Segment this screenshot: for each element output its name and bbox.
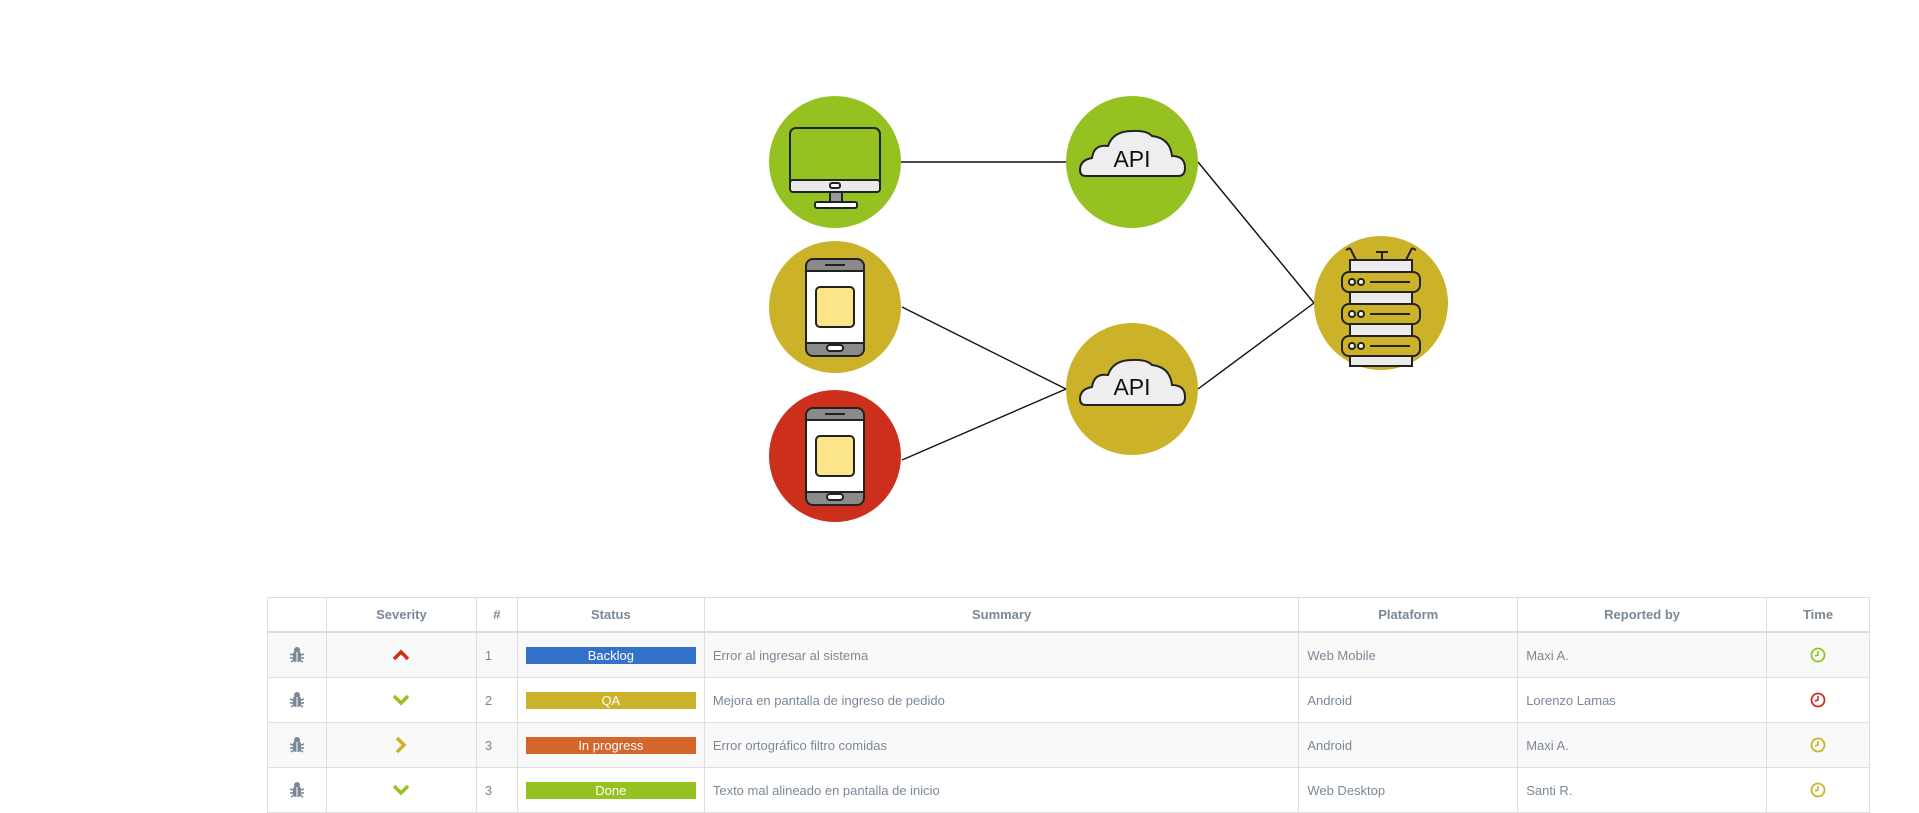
platform-cell: Web Mobile [1298,631,1519,678]
header-icon [267,597,327,633]
severity-cell [325,677,477,723]
api-label: API [1113,146,1150,172]
smartphone-icon [805,407,865,506]
header-summary[interactable]: Summary [703,597,1300,633]
reporter-cell: Maxi A. [1517,722,1767,768]
time-cell [1766,767,1870,813]
bug-icon [276,781,318,799]
time-cell [1766,722,1870,768]
status-cell: Done [516,767,705,813]
time-cell [1766,631,1870,678]
status-badge[interactable]: Backlog [525,646,696,664]
reporter-cell: Lorenzo Lamas [1517,677,1767,723]
bug-cell [267,767,327,813]
issue-table: Severity # Status Summary Plataform Repo… [267,597,1870,813]
status-cell: QA [516,677,705,723]
connector-api-bottom-server [1197,302,1315,390]
cloud-icon [1078,358,1187,406]
clock-icon [1775,647,1861,663]
row-number: 1 [475,631,518,678]
clock-icon [1775,737,1861,753]
chevron-right-icon [335,736,468,754]
summary-cell[interactable]: Texto mal alineado en pantalla de inicio [703,767,1300,813]
bug-cell [267,677,327,723]
header-time[interactable]: Time [1766,597,1870,633]
node-mobile [769,390,901,522]
status-badge[interactable]: Done [525,781,696,799]
bug-cell [267,631,327,678]
status-badge[interactable]: In progress [525,736,696,754]
connector-mobile-api-bottom [901,388,1067,461]
bug-icon [276,646,318,664]
server-icon [1341,247,1421,367]
chevron-down-icon [335,784,468,796]
table-row[interactable]: 3 In progress Error ortográfico filtro c… [267,722,1870,768]
reporter-cell: Maxi A. [1517,631,1767,678]
header-reported-by[interactable]: Reported by [1517,597,1767,633]
table-row[interactable]: 1 Backlog Error al ingresar al sistema W… [267,631,1870,678]
table-row[interactable]: 3 Done Texto mal alineado en pantalla de… [267,767,1870,813]
architecture-diagram: API API [769,96,1448,522]
clock-icon [1775,692,1861,708]
header-status[interactable]: Status [516,597,705,633]
header-platform[interactable]: Plataform [1298,597,1519,633]
bug-cell [267,722,327,768]
platform-cell: Web Desktop [1298,767,1519,813]
time-cell [1766,677,1870,723]
row-number: 3 [475,722,518,768]
bug-icon [276,736,318,754]
monitor-icon [789,127,881,209]
status-cell: Backlog [516,631,705,678]
connection-lines [900,161,1315,461]
smartphone-icon [805,258,865,357]
status-cell: In progress [516,722,705,768]
node-server [1314,236,1448,370]
bug-icon [276,691,318,709]
cloud-icon [1078,129,1187,177]
node-api-bottom: API [1066,323,1198,455]
severity-cell [325,722,477,768]
platform-cell: Android [1298,677,1519,723]
connector-api-top-server [1197,161,1315,304]
header-severity[interactable]: Severity [325,597,477,633]
status-badge[interactable]: QA [525,691,696,709]
node-web-desktop [769,96,901,228]
severity-cell [325,631,477,678]
row-number: 2 [475,677,518,723]
reporter-cell: Santi R. [1517,767,1767,813]
table-row[interactable]: 2 QA Mejora en pantalla de ingreso de pe… [267,677,1870,723]
clock-icon [1775,782,1861,798]
summary-cell[interactable]: Error al ingresar al sistema [703,631,1300,678]
summary-cell[interactable]: Mejora en pantalla de ingreso de pedido [703,677,1300,723]
chevron-up-icon [335,649,468,661]
connector-android-api-bottom [901,306,1067,390]
header-number[interactable]: # [475,597,518,633]
table-header-row: Severity # Status Summary Plataform Repo… [267,597,1870,633]
api-label: API [1113,374,1150,400]
node-android [769,241,901,373]
chevron-down-icon [335,694,468,706]
summary-cell[interactable]: Error ortográfico filtro comidas [703,722,1300,768]
platform-cell: Android [1298,722,1519,768]
row-number: 3 [475,767,518,813]
severity-cell [325,767,477,813]
node-api-top: API [1066,96,1198,228]
